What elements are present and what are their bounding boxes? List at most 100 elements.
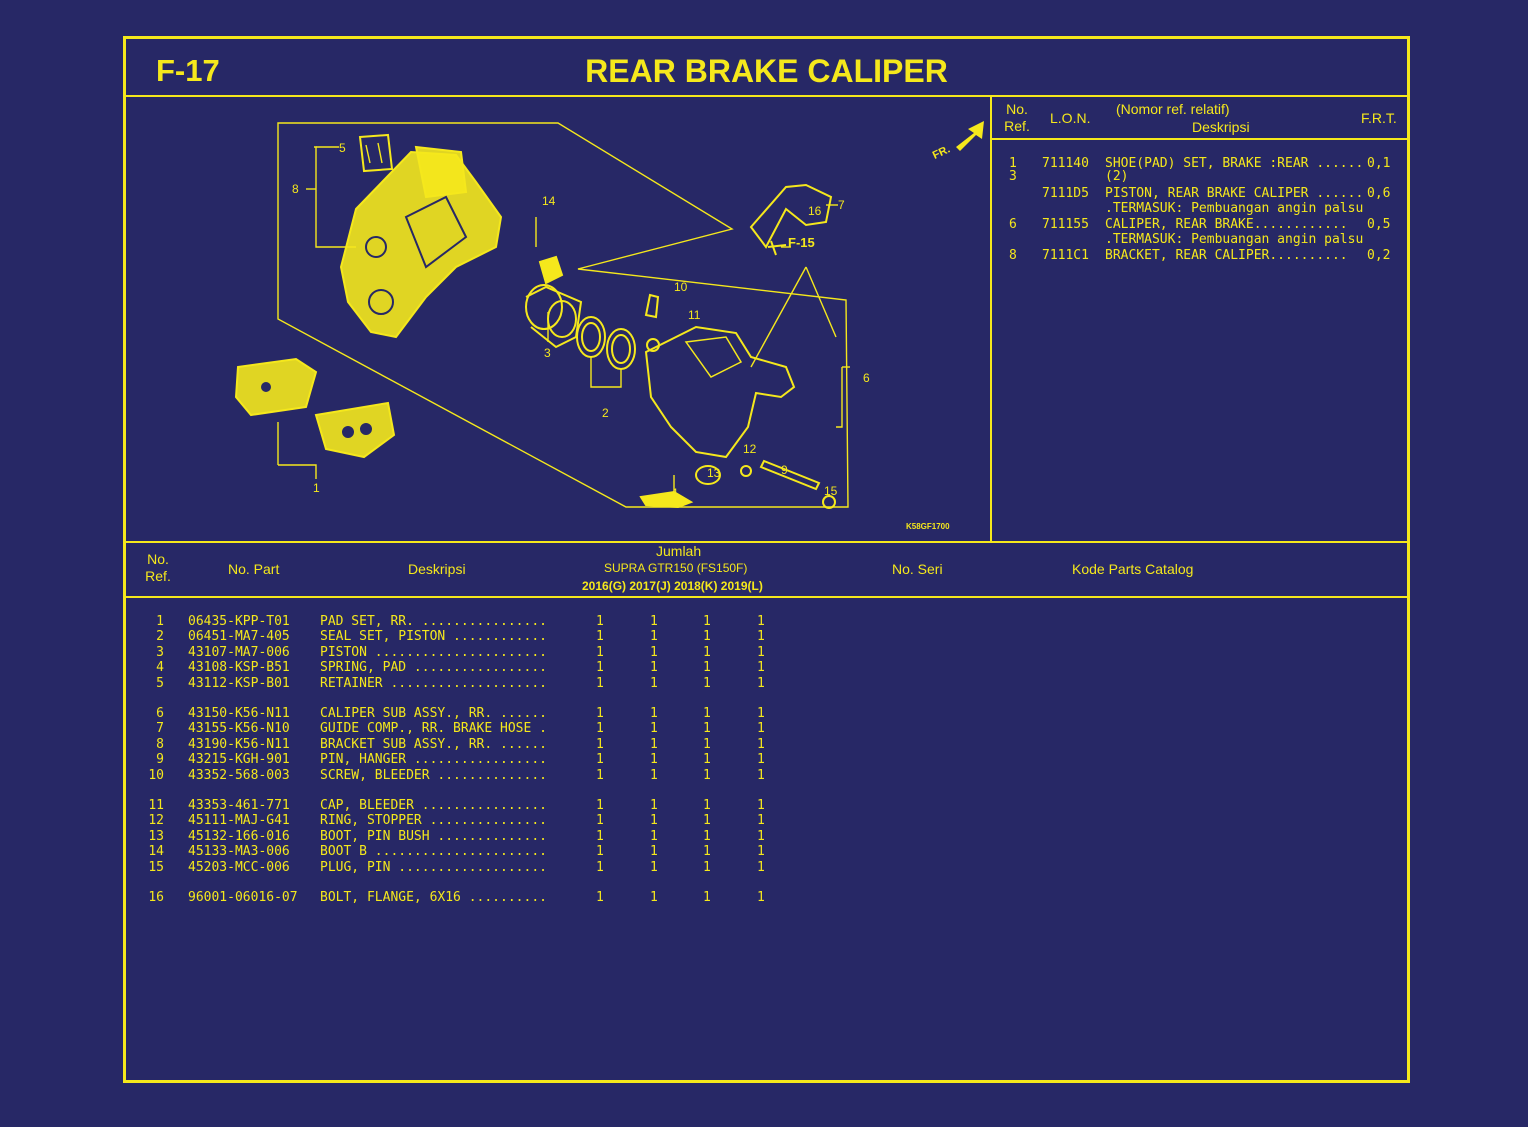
title-divider	[126, 95, 1407, 97]
callout-6: 6	[863, 371, 870, 385]
front-label: FR.	[931, 143, 952, 161]
part-ref-cell: 16	[148, 890, 164, 905]
jumlah-header: Jumlah	[656, 543, 702, 559]
part-desc-cell: PISTON ......................	[320, 644, 547, 660]
part-qty-cell: 1	[703, 660, 711, 676]
lon-desc-cell: .TERMASUK: Pembuangan angin palsu	[1105, 232, 1364, 247]
part-qty-cell: 1	[596, 798, 604, 813]
lon-desc-cell: PISTON, REAR BRAKE CALIPER ......	[1105, 186, 1364, 201]
callout-12: 12	[743, 442, 757, 456]
part-desc-cell: SCREW, BLEEDER ..............	[320, 767, 547, 783]
lon-frt-cell: 0,6	[1367, 186, 1391, 201]
part-desc-cell: BOOT B ......................	[320, 844, 547, 860]
part-desc-cell: PLUG, PIN ...................	[320, 859, 547, 875]
part-qty-cell: 1	[703, 813, 711, 829]
serial-header: No. Seri	[892, 561, 943, 577]
table-row: 11 43353-461-771 CAP, BLEEDER ............…	[126, 798, 826, 813]
part-qty-cell: 1	[703, 629, 711, 645]
part-qty-cell: 1	[703, 752, 711, 768]
part-qty-cell: 1	[596, 752, 604, 768]
lon-frt-header: F.R.T.	[1361, 110, 1397, 126]
part-number-cell: 43215-KGH-901	[188, 752, 290, 768]
part-qty-cell: 1	[703, 706, 711, 721]
lon-frt-cell: 0,1	[1367, 156, 1391, 171]
callout-5: 5	[339, 141, 346, 155]
part-desc-cell: PAD SET, RR. ................	[320, 614, 547, 629]
lon-desc-cell: .TERMASUK: Pembuangan angin palsu	[1105, 201, 1364, 216]
part-desc-cell: PIN, HANGER .................	[320, 752, 547, 768]
part-number-cell: 43107-MA7-006	[188, 644, 290, 660]
part-qty-cell: 1	[650, 767, 658, 783]
part-desc-cell: BRACKET SUB ASSY., RR. ......	[320, 736, 547, 752]
front-arrow-icon	[956, 121, 984, 151]
part-ref-cell: 1	[156, 614, 164, 629]
parts-ref-header-line2: Ref.	[145, 568, 171, 584]
part-number-cell: 45203-MCC-006	[188, 859, 290, 875]
part-number-cell: 43190-K56-N11	[188, 736, 290, 752]
part-qty-cell: 1	[650, 614, 658, 629]
part-ref-cell: 5	[156, 675, 164, 691]
diagram-divider	[990, 96, 992, 541]
part-qty-cell: 1	[703, 721, 711, 737]
lon-desc-cell: SHOE(PAD) SET, BRAKE :REAR ......	[1105, 156, 1364, 171]
lon-header-divider	[992, 138, 1407, 140]
parts-desc-header: Deskripsi	[408, 561, 466, 577]
figure-code: F-17	[156, 53, 220, 88]
lon-desc-cell: BRACKET, REAR CALIPER..........	[1105, 248, 1348, 263]
part-qty-cell: 1	[757, 813, 765, 829]
part-number-cell: 43108-KSP-B51	[188, 660, 290, 676]
parts-header-divider	[126, 596, 1407, 598]
table-row: 3 43107-MA7-006 PISTON ...................…	[126, 645, 826, 660]
part-number-cell: 43155-K56-N10	[188, 721, 290, 737]
part-ref-cell: 11	[148, 798, 164, 813]
callout-15: 15	[824, 484, 838, 498]
part-qty-cell: 1	[596, 859, 604, 875]
lon-code-cell: 711155	[1042, 217, 1089, 232]
part-number-cell: 43352-568-003	[188, 767, 290, 783]
part-qty-cell: 1	[650, 660, 658, 676]
part-ref-cell: 3	[156, 644, 164, 660]
table-row: 10 43352-568-003 SCREW, BLEEDER ..........…	[126, 768, 826, 783]
lon-ref-cell: 6	[1009, 217, 1017, 232]
part-desc-cell: CALIPER SUB ASSY., RR. ......	[320, 706, 547, 721]
part-qty-cell: 1	[596, 644, 604, 660]
part-ref-cell: 10	[148, 767, 164, 783]
part-number-cell: 45133-MA3-006	[188, 844, 290, 860]
part-qty-cell: 1	[650, 859, 658, 875]
lon-row: .TERMASUK: Pembuangan angin palsu	[992, 201, 1406, 216]
part-number-cell: 96001-06016-07	[188, 890, 298, 905]
lon-ref-cell: 8	[1009, 248, 1017, 263]
part-desc-cell: BOOT, PIN BUSH ..............	[320, 828, 547, 844]
callout-4: 4	[671, 486, 678, 500]
diagram-code: K58GF1700	[906, 522, 950, 531]
callout-16: 16	[808, 204, 822, 218]
part-qty-cell: 1	[650, 629, 658, 645]
lon-row: 3(2)	[992, 169, 1406, 184]
part-qty-cell: 1	[650, 721, 658, 737]
callout-14: 14	[542, 194, 556, 208]
part-qty-cell: 1	[703, 736, 711, 752]
part-ref-cell: 6	[156, 706, 164, 721]
lon-desc-top-header: (Nomor ref. relatif)	[1116, 101, 1230, 117]
part-number-cell: 43353-461-771	[188, 798, 290, 813]
lon-ref-cell: 1	[1009, 156, 1017, 171]
part-qty-cell: 1	[703, 767, 711, 783]
part-qty-cell: 1	[757, 828, 765, 844]
part-qty-cell: 1	[596, 706, 604, 721]
part-qty-cell: 1	[650, 844, 658, 860]
part-desc-cell: CAP, BLEEDER ................	[320, 798, 547, 813]
part-qty-cell: 1	[757, 706, 765, 721]
part-desc-cell: SPRING, PAD .................	[320, 660, 547, 676]
part-qty-cell: 1	[703, 614, 711, 629]
